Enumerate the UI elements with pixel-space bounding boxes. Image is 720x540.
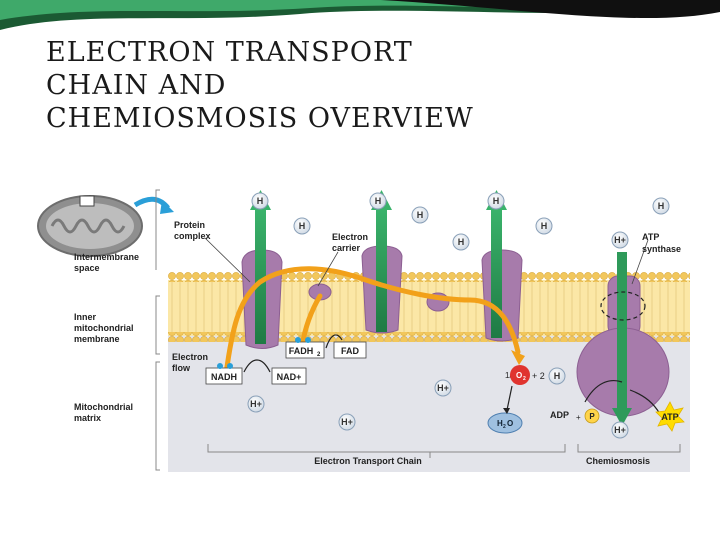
fad-label: FAD	[341, 346, 360, 356]
atp-star-icon	[655, 401, 685, 432]
electron-flow-label-2: flow	[172, 363, 191, 373]
atp-production: ADP + P ATP	[550, 401, 685, 432]
plus-sign: +	[576, 413, 581, 422]
atp-synthase-label-2: synthase	[642, 244, 681, 254]
inner-membrane-label-3: membrane	[74, 334, 120, 344]
region-brackets	[155, 189, 681, 471]
nadh-box: NADH	[205, 363, 243, 385]
callout-labels: Protein complex Electron carrier Electro…	[172, 220, 681, 466]
oxygen-group: 1/2 O 2 + 2 H 2 O	[487, 365, 545, 434]
etc-bracket-label: Electron Transport Chain	[314, 456, 422, 466]
title-line-1: ELECTRON TRANSPORT	[46, 37, 413, 68]
ion-label: H	[375, 196, 382, 206]
adp-label: ADP	[550, 410, 569, 420]
title-line-2: CHAIN AND	[46, 70, 227, 101]
ion-label: H+	[250, 399, 262, 409]
ion-labels: H H H H H H H H+ H H+ H+ H+ H H+	[250, 196, 664, 435]
title-line-3: CHEMIOSMOSIS OVERVIEW	[46, 103, 474, 134]
atp-label: ATP	[661, 412, 678, 422]
ion-label: H+	[614, 235, 626, 245]
protein-complex-label-1: Protein	[174, 220, 205, 230]
mitochondrion-icon	[37, 195, 174, 257]
flow-arrowhead	[511, 350, 525, 365]
water-sub: 2	[503, 424, 506, 430]
o2-label: O	[516, 371, 522, 380]
intermembrane-label-1: Intermembrane	[74, 252, 139, 262]
ion-label: H	[658, 201, 665, 211]
ion-label: H+	[437, 383, 449, 393]
ion-label: H	[458, 237, 465, 247]
rotor-arc	[600, 291, 646, 321]
fadh2-label: FADH	[289, 346, 314, 356]
atp-synthase-label-1: ATP	[642, 232, 659, 242]
ion-label: H	[554, 371, 561, 381]
ion-label: H	[299, 221, 306, 231]
top-swoosh	[0, 0, 720, 30]
fad-box: FAD	[333, 341, 367, 359]
inner-membrane-label-2: mitochondrial	[74, 323, 134, 333]
ion-label: H+	[341, 417, 353, 427]
ion-label: H	[541, 221, 548, 231]
inner-membrane-label-1: Inner	[74, 312, 97, 322]
nad-label: NAD+	[277, 372, 302, 382]
phosphate-label: P	[589, 412, 595, 421]
leader-lines	[204, 237, 649, 287]
plus-2: + 2	[532, 371, 545, 381]
fadh2-box: FADH 2	[285, 337, 325, 359]
electron-carrier-label-2: carrier	[332, 243, 361, 253]
electron-flow-label-1: Electron	[172, 352, 208, 362]
nad-box: NAD+	[271, 367, 307, 385]
nadh-label: NADH	[211, 372, 237, 382]
chemiosmosis-bracket-label: Chemiosmosis	[586, 456, 650, 466]
hydrogen-ions	[247, 192, 670, 439]
region-labels: Intermembrane space Inner mitochondrial …	[74, 252, 139, 423]
water-o: O	[507, 419, 513, 428]
electron-carrier-label-1: Electron	[332, 232, 368, 242]
matrix-label-1: Mitochondrial	[74, 402, 133, 412]
ion-label: H	[257, 196, 264, 206]
fadh2-sub: 2	[317, 352, 321, 358]
intermembrane-label-2: space	[74, 263, 100, 273]
ion-label: H+	[614, 425, 626, 435]
o2-sub: 2	[523, 376, 526, 382]
slide-title: ELECTRON TRANSPORT CHAIN AND CHEMIOSMOSI…	[46, 36, 646, 135]
electron-flow-path	[223, 266, 521, 377]
water-h: H	[497, 419, 503, 428]
protein-complex-label-2: complex	[174, 231, 211, 241]
ion-label: H	[493, 196, 500, 206]
matrix-label-2: matrix	[74, 413, 101, 423]
ion-label: H	[417, 210, 424, 220]
